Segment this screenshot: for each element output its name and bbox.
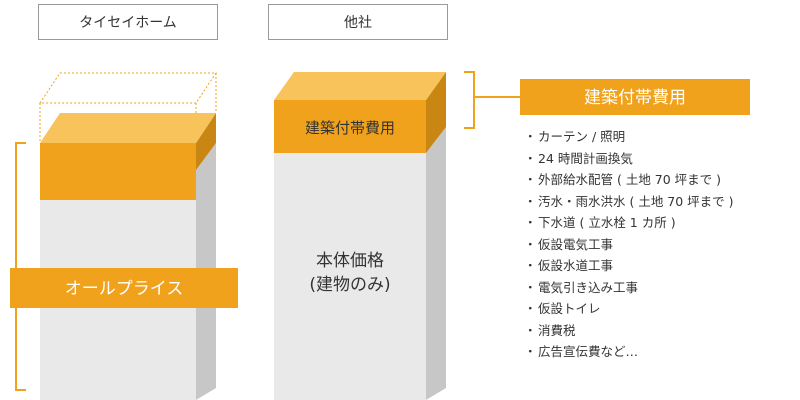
- other-gray-side: [426, 127, 446, 400]
- bullet-icon: ・: [524, 215, 537, 230]
- taisei-home-column-label: タイセイホーム: [38, 4, 218, 40]
- all-price-bracket: [15, 142, 26, 391]
- incidental-cost-item: ・仮設水道工事: [524, 255, 734, 277]
- taisei-home-label-text: タイセイホーム: [79, 15, 177, 31]
- incidental-cost-item: ・下水道 ( 立水栓 1 カ所 ): [524, 212, 734, 234]
- incidental-title-banner: [520, 79, 750, 115]
- bullet-icon: ・: [524, 193, 537, 209]
- all-price-label: オールプライス: [65, 279, 184, 299]
- incidental-cost-item-text: 広告宣伝費など…: [538, 344, 639, 359]
- main-body-price-sublabel: (建物のみ): [309, 275, 390, 295]
- other-orange-front: [274, 100, 426, 153]
- incidental-cost-item: ・カーテン / 照明: [524, 126, 734, 148]
- other-company-bar: [274, 72, 446, 400]
- other-incidental-label: 建築付帯費用: [305, 119, 395, 137]
- incidental-cost-item: ・仮設トイレ: [524, 298, 734, 320]
- other-company-column-label: 他社: [268, 4, 448, 40]
- incidental-cost-item-text: 仮設トイレ: [538, 301, 601, 316]
- bullet-icon: ・: [524, 301, 537, 316]
- bullet-icon: ・: [524, 322, 537, 338]
- incidental-cost-item-text: カーテン / 照明: [538, 129, 626, 144]
- incidental-cost-item-text: 外部給水配管 ( 土地 70 坪まで ): [538, 172, 722, 187]
- bullet-icon: ・: [524, 279, 537, 295]
- incidental-costs-list: ・カーテン / 照明・24 時間計画換気・外部給水配管 ( 土地 70 坪まで …: [524, 126, 734, 363]
- incidental-cost-item-text: 汚水・雨水洪水 ( 土地 70 坪まで ): [538, 193, 734, 209]
- bullet-icon: ・: [524, 172, 537, 187]
- incidental-cost-item-text: 24 時間計画換気: [538, 150, 633, 166]
- taisei-home-bar: [39, 72, 217, 400]
- bullet-icon: ・: [524, 344, 537, 359]
- bullet-icon: ・: [524, 150, 537, 166]
- incidental-cost-item-text: 下水道 ( 立水栓 1 カ所 ): [538, 215, 676, 230]
- incidental-cost-item: ・仮設電気工事: [524, 234, 734, 256]
- incidental-cost-item-text: 仮設電気工事: [538, 236, 614, 252]
- incidental-cost-item-text: 消費税: [538, 322, 576, 338]
- other-company-label-text: 他社: [344, 15, 372, 31]
- other-orange-top: [274, 72, 446, 100]
- bullet-icon: ・: [524, 129, 537, 144]
- incidental-cost-item: ・外部給水配管 ( 土地 70 坪まで ): [524, 169, 734, 191]
- taisei-orange-front: [40, 143, 196, 200]
- taisei-orange-top: [40, 113, 216, 143]
- other-orange-side: [426, 72, 446, 153]
- incidental-cost-item: ・広告宣伝費など…: [524, 341, 734, 363]
- incidental-cost-item: ・消費税: [524, 320, 734, 342]
- other-gray-front: [274, 153, 426, 400]
- incidental-cost-item-text: 電気引き込み工事: [538, 279, 639, 295]
- incidental-cost-item: ・汚水・雨水洪水 ( 土地 70 坪まで ): [524, 191, 734, 213]
- taisei-orange-side: [196, 113, 216, 170]
- bullet-icon: ・: [524, 258, 537, 273]
- incidental-cost-item: ・電気引き込み工事: [524, 277, 734, 299]
- incidental-cost-item: ・24 時間計画換気: [524, 148, 734, 170]
- incidental-bracket: [464, 71, 475, 129]
- all-price-banner: [10, 268, 238, 308]
- incidental-title: 建築付帯費用: [584, 88, 686, 108]
- incidental-cost-item-text: 仮設水道工事: [538, 258, 614, 273]
- bullet-icon: ・: [524, 236, 537, 252]
- taisei-side-shade: [196, 170, 216, 200]
- main-body-price-label: 本体価格: [316, 251, 384, 271]
